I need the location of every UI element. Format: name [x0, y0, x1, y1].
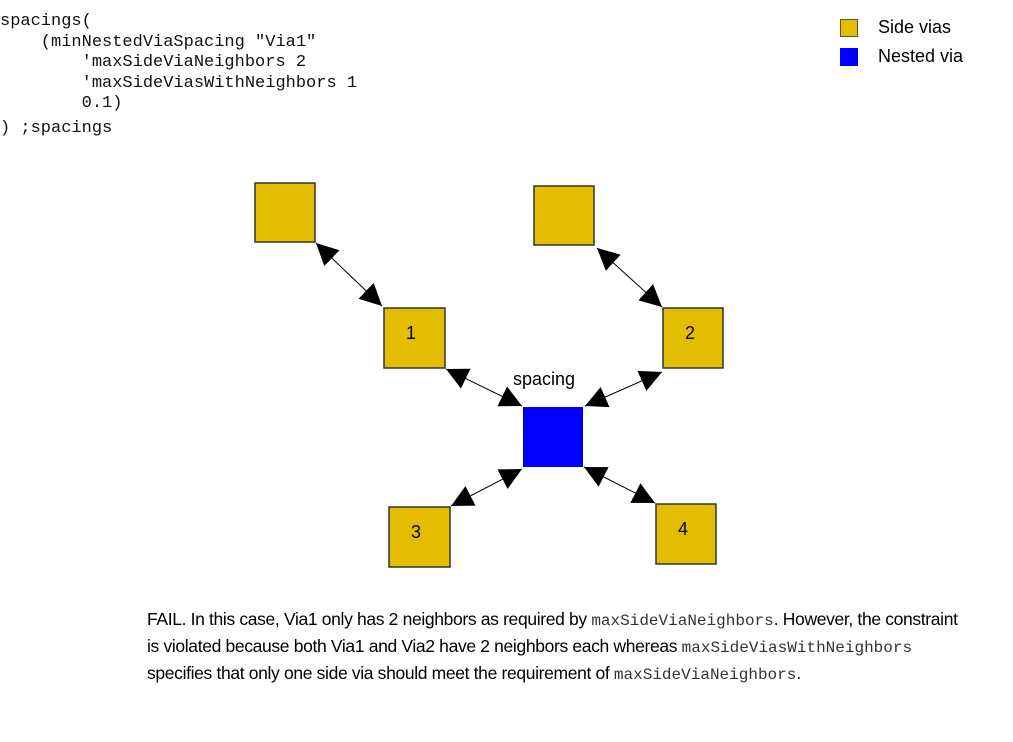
spacing-arrow-v3-nested	[450, 468, 523, 507]
spacing-arrow-tr-v2	[596, 247, 663, 308]
via-number-label: 3	[411, 522, 421, 542]
spacing-arrow-v1-nested	[445, 368, 523, 407]
caption-text: FAIL. In this case, Via1 only has 2 neig…	[147, 609, 592, 629]
caption-text: . However, the constraint is violated be…	[147, 609, 958, 656]
via-number-label: 1	[406, 323, 416, 343]
code-line: spacings(	[0, 12, 92, 31]
code-block: spacings( (minNestedViaSpacing "Via1" 'm…	[0, 12, 357, 139]
spacing-label: spacing	[513, 369, 575, 389]
side-via-tr	[533, 185, 595, 246]
caption: FAIL. In this case, Via1 only has 2 neig…	[147, 607, 967, 688]
side-via-v3	[388, 506, 451, 568]
side-via-tl	[254, 182, 316, 243]
code-line: 'maxSideViasWithNeighbors 1	[0, 73, 358, 93]
spacing-arrow-tl-v1	[315, 242, 383, 307]
legend-label: Nested via	[878, 46, 964, 66]
code-line: (minNestedViaSpacing "Via1"	[0, 32, 317, 52]
legend-item-nested-via: Nested via	[840, 42, 963, 71]
legend-label: Side vias	[878, 17, 952, 37]
side-via-v4	[655, 503, 717, 565]
legend-item-side-vias: Side vias	[840, 13, 963, 42]
side-via-swatch	[840, 18, 858, 37]
caption-text: specifies that only one side via should …	[147, 663, 614, 683]
constraint-keyword: maxSideViasWithNeighbors	[681, 639, 913, 657]
via-number-label: 4	[678, 519, 688, 539]
vias-layer: 1 2 3 4	[254, 182, 724, 568]
via-number-label: 2	[685, 323, 695, 343]
side-via-v1	[383, 307, 446, 369]
code-line: 'maxSideViaNeighbors 2	[0, 53, 307, 72]
side-via-v2	[662, 307, 724, 369]
code-line: 0.1)	[0, 94, 123, 113]
legend: Side vias Nested via	[840, 13, 963, 71]
arrows-layer	[315, 242, 663, 507]
code-line: ) ;spacings	[0, 118, 113, 138]
caption-text: .	[796, 663, 801, 683]
constraint-keyword: maxSideViaNeighbors	[591, 612, 774, 630]
nested-via	[523, 407, 583, 467]
constraint-keyword: maxSideViaNeighbors	[613, 666, 797, 684]
spacing-arrow-v2-nested	[584, 370, 663, 408]
spacing-arrow-v4-nested	[583, 466, 656, 504]
nested-via-swatch	[840, 47, 858, 66]
